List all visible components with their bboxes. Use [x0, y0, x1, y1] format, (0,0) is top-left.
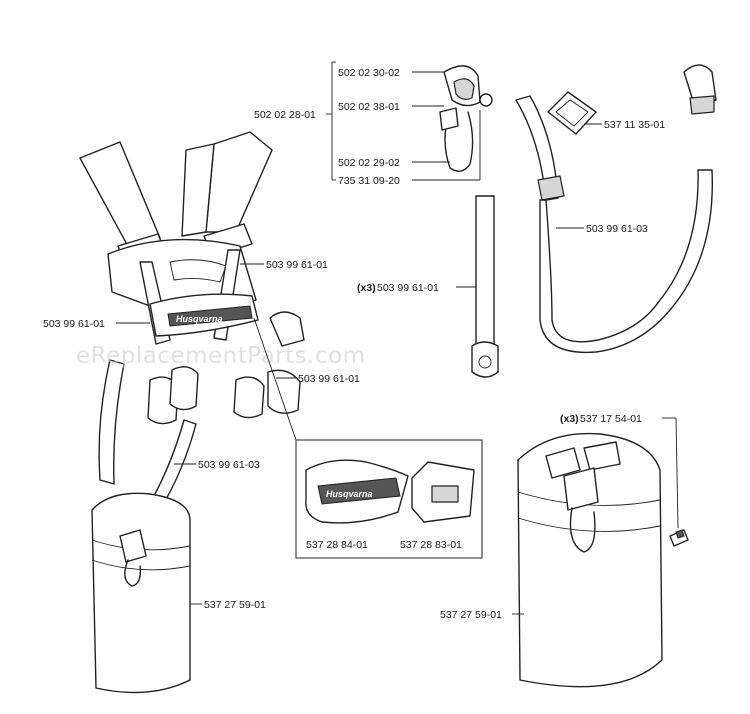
part-label-screw: 537 17 54-01	[580, 413, 642, 425]
harness-assembly: Husqvarna	[79, 131, 305, 517]
part-label-strap: 503 99 61-01	[377, 282, 439, 294]
bag-right	[517, 432, 663, 688]
watermark-text: eReplacementParts.com	[76, 343, 366, 369]
part-label-tube-left: 503 99 61-03	[198, 459, 260, 471]
screw-part	[669, 529, 689, 547]
harness-logo-text: Husqvarna	[176, 314, 223, 324]
part-label-clip-hook: 502 02 29-02	[338, 157, 400, 169]
part-label-bag-right: 537 27 59-01	[440, 609, 502, 621]
strap-part	[471, 195, 499, 378]
tube-right	[515, 64, 717, 354]
clip-assembly	[439, 65, 493, 172]
part-label-harness-upper: 503 99 61-01	[266, 259, 328, 271]
bag-left	[91, 492, 191, 694]
part-label-pad-right: 537 28 83-01	[400, 539, 462, 551]
part-label-clip-pin: 502 02 38-01	[338, 101, 400, 113]
leader-lines	[116, 61, 679, 615]
pad-left: Husqvarna	[305, 459, 409, 524]
part-label-clip-screw: 735 31 09-20	[338, 175, 400, 187]
pad-logo-text: Husqvarna	[326, 489, 373, 499]
part-label-strap-qty: (x3)	[357, 282, 376, 294]
part-label-harness-left: 503 99 61-01	[43, 318, 105, 330]
part-label-screw-qty: (x3)	[560, 413, 579, 425]
inset-box	[295, 439, 483, 559]
part-label-clip-assembly: 502 02 28-01	[254, 109, 316, 121]
part-label-clip-cap: 502 02 30-02	[338, 67, 400, 79]
part-label-harness-lower: 503 99 61-01	[298, 373, 360, 385]
part-label-bag-left: 537 27 59-01	[204, 599, 266, 611]
pad-right	[411, 461, 475, 523]
part-label-pad-left: 537 28 84-01	[306, 539, 368, 551]
buckle-part	[547, 91, 597, 135]
part-label-tube-right: 503 99 61-03	[586, 223, 648, 235]
part-label-buckle: 537 11 35-01	[604, 119, 665, 131]
